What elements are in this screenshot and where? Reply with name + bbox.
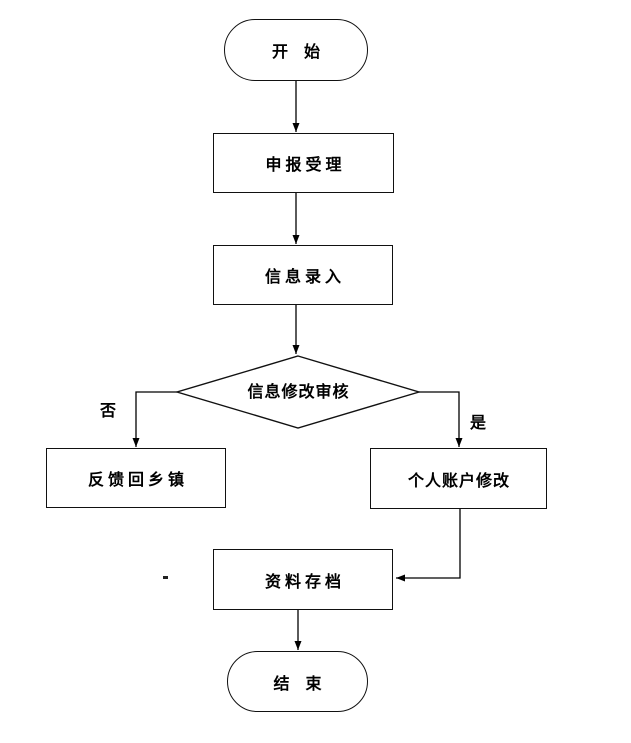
- node-feedback-township: 反馈回乡镇: [46, 448, 226, 508]
- node-end-label: 结束: [273, 673, 338, 693]
- node-archive: 资料存档: [213, 549, 393, 610]
- stray-mark: [163, 576, 168, 579]
- node-start-label: 开始: [271, 42, 336, 61]
- decision-diamond-shape: [174, 355, 422, 429]
- node-decision-label: 信息修改审核: [247, 382, 350, 401]
- arrow-modify-to-archive: [396, 509, 461, 582]
- node-entry-label: 信息录入: [264, 267, 345, 286]
- arrow-decision-to-feedback: [132, 391, 177, 447]
- node-archive-label: 资料存档: [264, 571, 345, 591]
- arrow-decision-to-modify: [419, 391, 463, 447]
- node-decision-review: 信息修改审核: [177, 356, 419, 424]
- node-declare-acceptance: 申报受理: [213, 133, 394, 193]
- node-info-entry: 信息录入: [213, 245, 393, 305]
- edge-label-no: 否: [99, 401, 116, 420]
- node-end: 结束: [227, 651, 368, 712]
- edge-label-yes: 是: [469, 413, 486, 432]
- node-modify-label: 个人账户修改: [407, 470, 510, 490]
- node-account-modify: 个人账户修改: [370, 448, 547, 509]
- node-declare-label: 申报受理: [265, 155, 346, 174]
- node-feedback-label: 反馈回乡镇: [87, 470, 188, 489]
- node-start: 开始: [224, 19, 368, 81]
